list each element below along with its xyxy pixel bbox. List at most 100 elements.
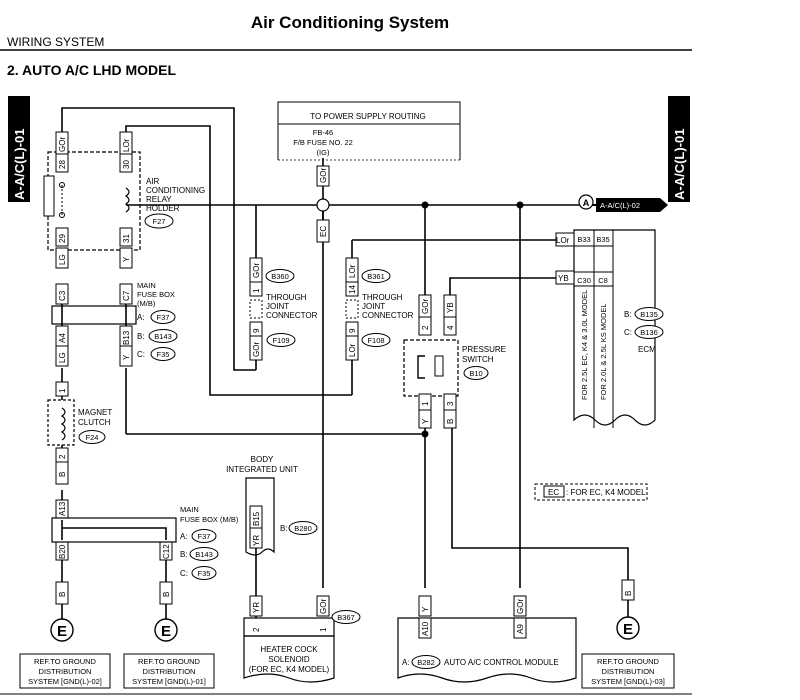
relay-label-4: HOLDER xyxy=(146,204,180,213)
pin-c3: C3 xyxy=(58,290,67,301)
continuation-marker: A A-A/C(L)-02 xyxy=(578,194,668,212)
lower-fuse-b-prefix: B: xyxy=(180,550,188,559)
upper-fuse-box-title-3: (M/B) xyxy=(137,299,156,308)
ps-wire-yb: YB xyxy=(446,302,455,313)
lower-fuse-c: F35 xyxy=(198,569,211,578)
ps-pin-4: 4 xyxy=(446,325,455,330)
jc1-label-3: CONNECTOR xyxy=(266,311,318,320)
lower-fuse-box-title-2: FUSE BOX (M/B) xyxy=(180,515,239,524)
ps-pin-3: 3 xyxy=(446,401,455,406)
body-unit-pin: B15 xyxy=(252,511,261,526)
relay-label-3: RELAY xyxy=(146,195,172,204)
power-wire-ec: EC xyxy=(319,226,328,237)
body-unit-wire-yr: YR xyxy=(252,535,261,546)
ecm-label: ECM xyxy=(638,345,656,354)
ground-ref-box-3 xyxy=(581,653,675,689)
jc1-label-2: JOINT xyxy=(266,302,289,311)
acm-wire-y: Y xyxy=(421,606,430,612)
upper-fuse-box xyxy=(51,305,137,325)
jc1-wire-bottom: GOr xyxy=(252,342,261,357)
pin-c12: C12 xyxy=(162,544,171,559)
magnet-clutch xyxy=(47,399,75,446)
ground-ref-box-1 xyxy=(19,653,111,689)
right-page-tab xyxy=(668,96,690,202)
jc1-pin-9: 9 xyxy=(252,328,261,333)
ecm-variant-2: FOR 2.0L & 2.5L KS MODEL xyxy=(599,303,608,400)
body-unit-label-1: BODY xyxy=(251,455,274,464)
left-page-tab-label: A-A/C(L)-01 xyxy=(12,129,27,201)
wire-b-2: B xyxy=(58,592,67,597)
power-wire-gor: GOr xyxy=(319,168,328,183)
ground-ref-3-line-3: SYSTEM [GND(L)-03] xyxy=(591,677,665,686)
body-unit-label-2: INTEGRATED UNIT xyxy=(226,465,298,474)
jc1-connector-top: B360 xyxy=(271,272,289,281)
ground-ref-2-line-3: SYSTEM [GND(L)-01] xyxy=(132,677,206,686)
pressure-switch-label-2: SWITCH xyxy=(462,355,494,364)
wire-b-1: B xyxy=(58,472,67,477)
jc2-wire-top: LOr xyxy=(348,264,357,278)
lower-fuse-b: B143 xyxy=(195,550,213,559)
jc1-connector-bottom: F109 xyxy=(272,336,289,345)
body-unit-connector: B280 xyxy=(294,524,312,533)
ground-ref-1-line-1: REF.TO GROUND xyxy=(34,657,97,666)
relay-holder xyxy=(43,151,141,251)
wire-gor-top: GOr xyxy=(58,137,67,152)
ecm-c-prefix: C: xyxy=(624,328,632,337)
jc1-pin-1: 1 xyxy=(252,288,261,293)
ps-wire-gor: GOr xyxy=(421,299,430,314)
lower-fuse-box xyxy=(51,517,177,543)
heater-cock-label-2: SOLENOID xyxy=(268,655,310,664)
acm-connector: B282 xyxy=(417,658,435,667)
ecm-pin-c8: C8 xyxy=(598,276,608,285)
ecm-wire-yb: YB xyxy=(558,274,569,283)
pin-31: 31 xyxy=(122,234,131,243)
section-label: WIRING SYSTEM xyxy=(7,35,104,49)
jc2-wire-bottom: LOr xyxy=(348,343,357,357)
magnet-clutch-label-2: CLUTCH xyxy=(78,418,111,427)
continuation-letter: A xyxy=(583,198,590,208)
body-unit-box xyxy=(245,477,275,556)
page-title: Air Conditioning System xyxy=(251,13,449,32)
jc2-pin-9: 9 xyxy=(348,328,357,333)
ecm-connector-c: B136 xyxy=(640,328,658,337)
lower-fuse-a: F37 xyxy=(198,532,211,541)
body-unit-b-prefix: B: xyxy=(280,524,288,533)
power-supply-box: TO POWER SUPPLY ROUTING FB-46 F/B FUSE N… xyxy=(277,101,461,161)
heater-pin-2: 2 xyxy=(252,627,261,632)
magnet-clutch-connector: F24 xyxy=(86,433,99,442)
ps-wire-b: B xyxy=(446,419,455,424)
relay-label-1: AIR xyxy=(146,177,160,186)
pin-c7: C7 xyxy=(122,290,131,301)
pressure-switch-label-1: PRESSURE xyxy=(462,345,506,354)
pin-30: 30 xyxy=(122,160,131,169)
pin-a13: A13 xyxy=(58,501,67,516)
upper-fuse-a-prefix: A: xyxy=(137,313,145,322)
ground-ref-3-line-1: REF.TO GROUND xyxy=(597,657,660,666)
pin-1-clutch: 1 xyxy=(58,388,67,393)
ecm-connector-b: B135 xyxy=(640,310,658,319)
ps-pin-2: 2 xyxy=(421,325,430,330)
heater-wire-gor: GOr xyxy=(319,599,328,614)
ecm-pin-b33: B33 xyxy=(577,235,590,244)
continuation-label: A-A/C(L)-02 xyxy=(600,201,640,210)
pin-2-clutch: 2 xyxy=(58,454,67,459)
heater-cock-connector xyxy=(243,617,335,637)
wire-lor-top: LOr xyxy=(122,138,131,152)
ground-ref-1-line-3: SYSTEM [GND(L)-02] xyxy=(28,677,102,686)
pressure-switch-connector: B10 xyxy=(469,369,482,378)
jc2-pin-14: 14 xyxy=(348,285,357,294)
ground-symbols xyxy=(50,579,640,642)
jc2-label-1: THROUGH xyxy=(362,293,403,302)
upper-fuse-box-title-2: FUSE BOX xyxy=(137,290,175,299)
heater-cock-box xyxy=(243,635,335,683)
right-page-tab-label: A-A/C(L)-01 xyxy=(672,129,687,201)
upper-fuse-c: F35 xyxy=(157,350,170,359)
ecm-pin-b35: B35 xyxy=(596,235,609,244)
jc1-wire-top: GOr xyxy=(252,263,261,278)
upper-fuse-box-title-1: MAIN xyxy=(137,281,156,290)
heater-cock-connector-id: B367 xyxy=(337,613,355,622)
diagram-subtitle: 2. AUTO A/C LHD MODEL xyxy=(7,62,176,78)
power-supply-title: TO POWER SUPPLY ROUTING xyxy=(310,112,426,121)
heater-wire-yr: YR xyxy=(252,602,261,613)
